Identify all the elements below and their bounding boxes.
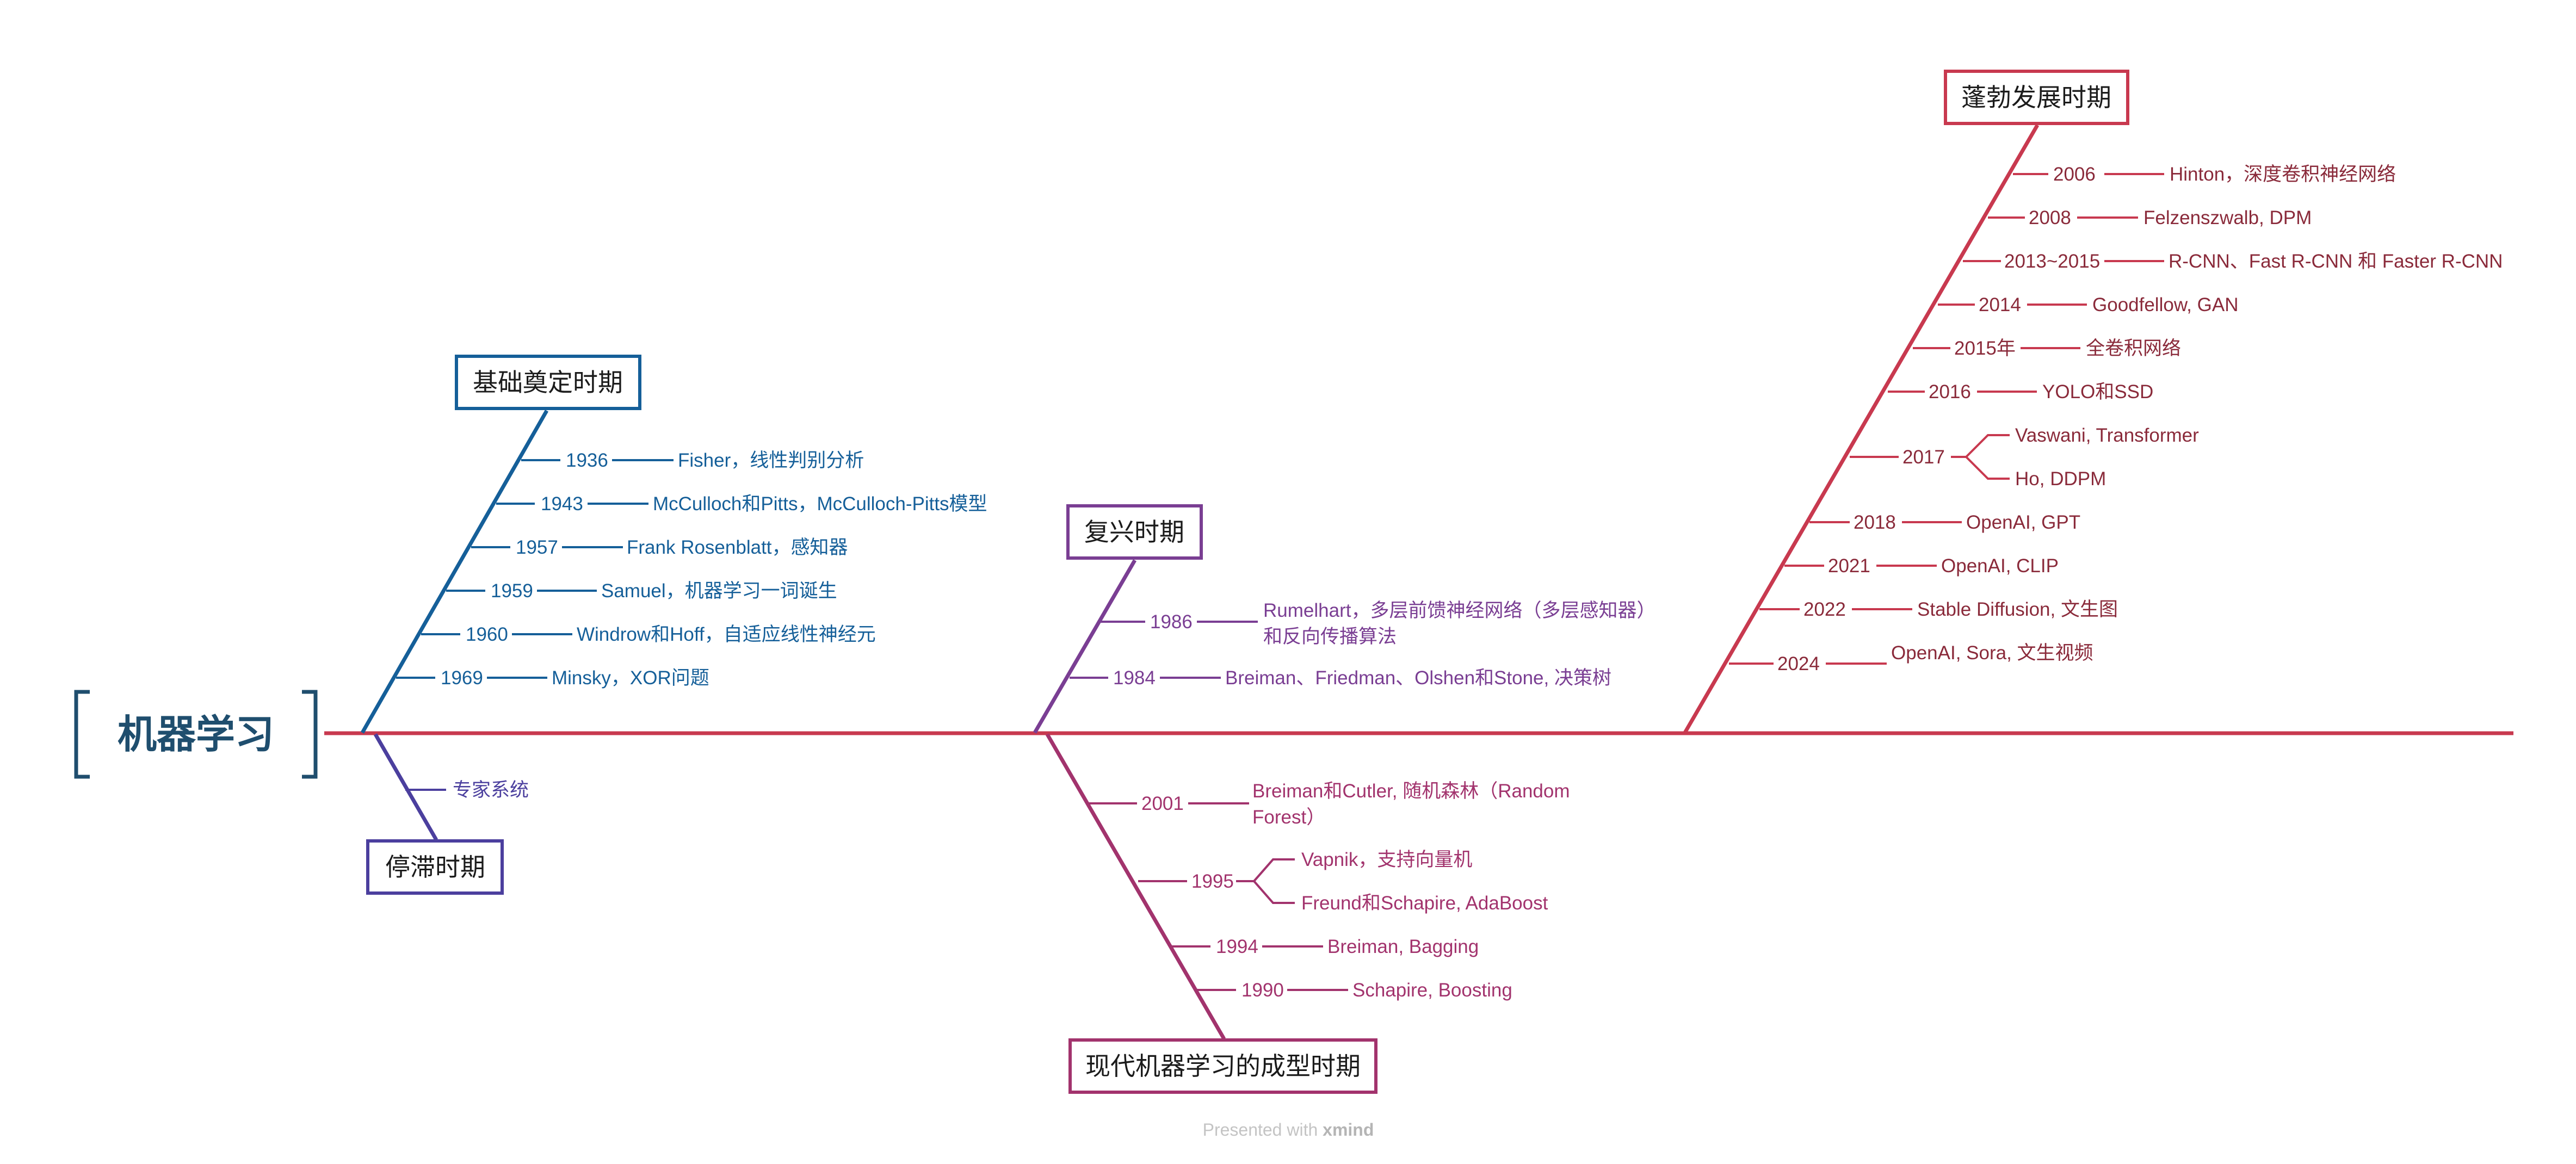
- presented-with-footer: Presented with xmind: [1203, 1120, 1374, 1140]
- year-label: 1995: [1191, 871, 1234, 892]
- root-title: 机器学习: [118, 713, 274, 757]
- branch-stagnation: 专家系统 停滞时期: [366, 733, 529, 895]
- event-label: Breiman, Bagging: [1327, 936, 1479, 957]
- timeline-item: [1850, 434, 2010, 480]
- year-label: 2008: [2029, 207, 2071, 228]
- event-label: 专家系统: [453, 779, 529, 801]
- event-label: Ho, DDPM: [2015, 468, 2106, 490]
- event-label: Felzenszwalb, DPM: [2143, 207, 2312, 228]
- event-label: Samuel，机器学习一词诞生: [601, 580, 837, 602]
- year-label: 1969: [441, 667, 483, 689]
- year-label: 2017: [1902, 447, 1945, 468]
- event-label: McCulloch和Pitts，McCulloch-Pitts模型: [653, 493, 987, 515]
- year-label: 2016: [1929, 381, 1971, 403]
- event-label: OpenAI, Sora, 文生视频: [1891, 642, 2093, 664]
- event-label: OpenAI, GPT: [1966, 512, 2080, 533]
- topic-stagnation[interactable]: 停滞时期: [366, 839, 504, 895]
- branch-boom: 蓬勃发展时期 2006 Hinton，深度卷积神经网络 2008 Felzens…: [1683, 70, 2503, 734]
- root-bracket-left: [74, 690, 90, 779]
- year-label: 1994: [1216, 936, 1258, 957]
- bone-stagnation: [373, 733, 438, 841]
- event-label: Windrow和Hoff，自适应线性神经元: [577, 624, 876, 645]
- event-label: YOLO和SSD: [2042, 381, 2153, 403]
- year-label: 1990: [1241, 980, 1284, 1001]
- event-label: 和反向传播算法: [1263, 626, 1397, 647]
- event-label: Frank Rosenblatt，感知器: [627, 537, 848, 558]
- year-label: 1957: [516, 537, 558, 558]
- year-label: 2024: [1777, 653, 1820, 674]
- year-label: 2013~2015: [2004, 251, 2100, 272]
- xmind-logo-text: xmind: [1323, 1120, 1374, 1140]
- year-label: 1986: [1150, 611, 1193, 633]
- year-label: 2014: [1979, 294, 2021, 315]
- root-node[interactable]: 机器学习: [74, 690, 318, 779]
- branch-modern: 2001 Breiman和Cutler, 随机森林（Random Forest）…: [1045, 733, 1570, 1094]
- event-label: Schapire, Boosting: [1352, 980, 1512, 1001]
- event-label: Vapnik，支持向量机: [1301, 849, 1472, 870]
- event-label: Rumelhart，多层前馈神经网络（多层感知器）: [1263, 600, 1655, 621]
- event-label: Freund和Schapire, AdaBoost: [1301, 893, 1548, 914]
- footer-prefix: Presented with: [1203, 1120, 1323, 1140]
- event-label: OpenAI, CLIP: [1941, 555, 2059, 577]
- year-label: 2022: [1803, 599, 1846, 620]
- event-label: R-CNN、Fast R-CNN 和 Faster R-CNN: [2169, 251, 2503, 272]
- topic-revival-title: 复兴时期: [1084, 518, 1184, 546]
- topic-foundation[interactable]: 基础奠定时期: [455, 355, 641, 410]
- branch-revival: 复兴时期 1986 Rumelhart，多层前馈神经网络（多层感知器） 和反向传…: [1033, 504, 1655, 734]
- event-label: Forest）: [1252, 807, 1325, 828]
- event-label: Breiman、Friedman、Olshen和Stone, 决策树: [1225, 667, 1611, 689]
- topic-foundation-title: 基础奠定时期: [473, 368, 623, 397]
- bone-modern: [1045, 733, 1226, 1040]
- timeline-item: [1138, 858, 1295, 904]
- year-label: 1959: [491, 580, 533, 602]
- year-label: 2001: [1141, 793, 1184, 814]
- year-label: 1960: [466, 624, 508, 645]
- topic-revival[interactable]: 复兴时期: [1066, 504, 1203, 560]
- year-label: 2021: [1828, 555, 1870, 577]
- year-label: 2018: [1854, 512, 1896, 533]
- event-label: Stable Diffusion, 文生图: [1917, 599, 2118, 620]
- root-bracket-right: [302, 690, 318, 779]
- topic-boom-title: 蓬勃发展时期: [1961, 83, 2111, 112]
- event-label: Goodfellow, GAN: [2092, 294, 2238, 315]
- year-label: 2006: [2053, 164, 2096, 185]
- topic-stagnation-title: 停滞时期: [385, 853, 485, 881]
- event-label: Minsky，XOR问题: [552, 667, 709, 689]
- event-label: Hinton，深度卷积神经网络: [2170, 164, 2396, 185]
- bone-boom: [1683, 124, 2040, 734]
- event-label: Breiman和Cutler, 随机森林（Random: [1252, 781, 1570, 802]
- bone-foundation: [360, 410, 549, 734]
- year-label: 2015年: [1954, 338, 2016, 359]
- event-label: 全卷积网络: [2086, 338, 2181, 359]
- branch-foundation: 基础奠定时期 1936 Fisher，线性判别分析 1943 McCulloch…: [360, 355, 987, 734]
- topic-modern-title: 现代机器学习的成型时期: [1085, 1052, 1361, 1080]
- year-label: 1984: [1113, 667, 1156, 689]
- bone-revival: [1033, 559, 1137, 734]
- topic-modern[interactable]: 现代机器学习的成型时期: [1068, 1038, 1377, 1094]
- event-label: Vaswani, Transformer: [2015, 425, 2199, 446]
- topic-boom[interactable]: 蓬勃发展时期: [1944, 70, 2129, 125]
- event-label: Fisher，线性判别分析: [678, 450, 864, 471]
- year-label: 1936: [566, 450, 608, 471]
- year-label: 1943: [541, 493, 583, 515]
